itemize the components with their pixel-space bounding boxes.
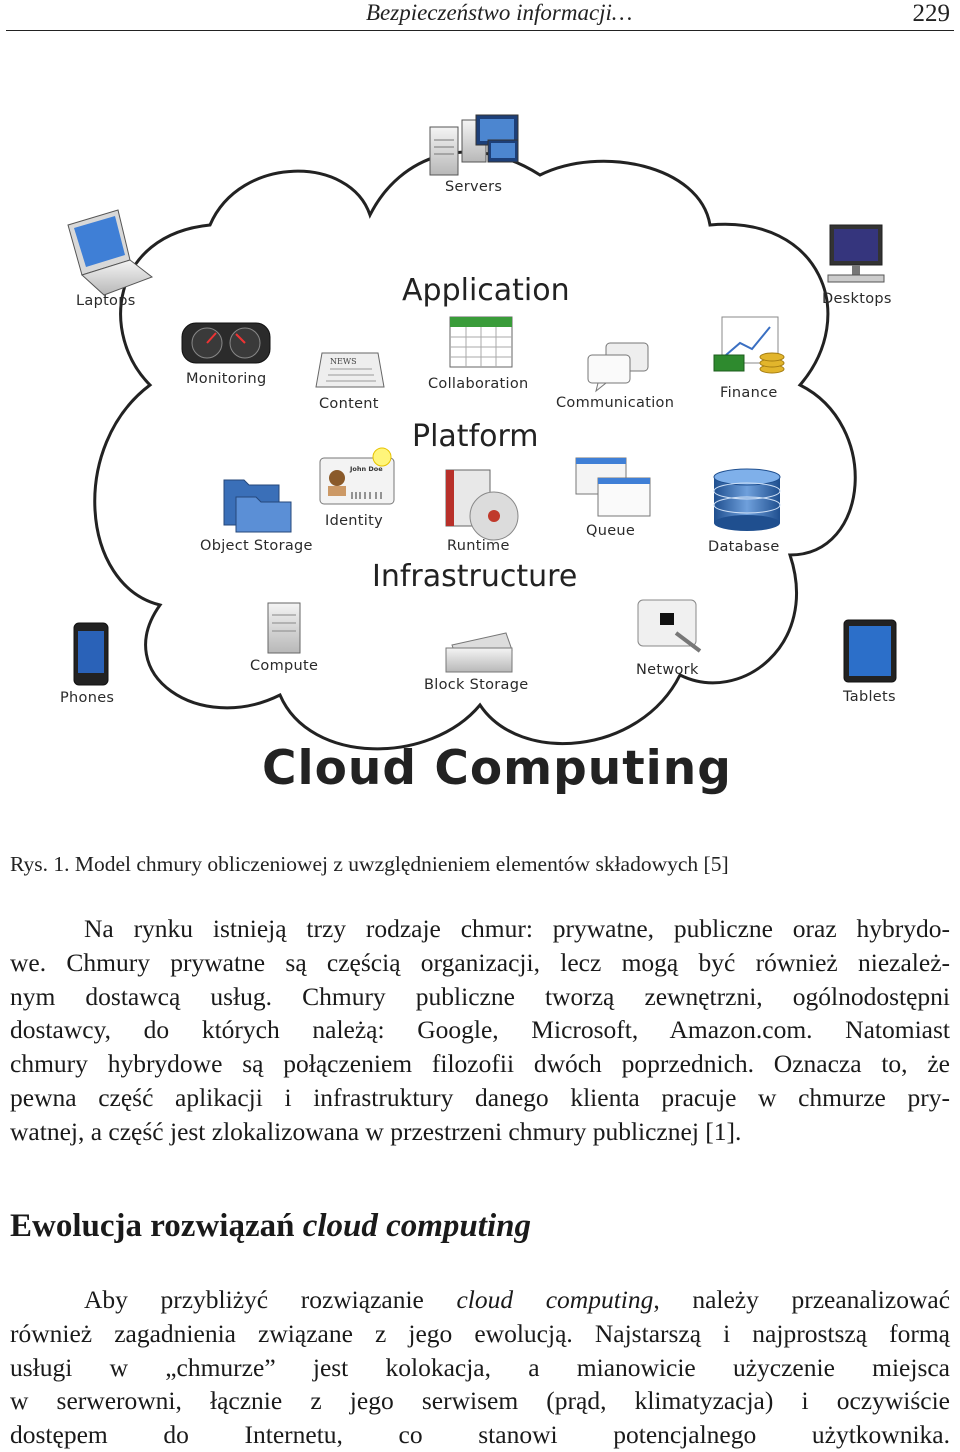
queue-icon <box>575 457 651 517</box>
paragraph-line: Aby przybliżyć rozwiązanie cloud computi… <box>10 1283 950 1317</box>
paragraph-evolution: Aby przybliżyć rozwiązanie cloud computi… <box>10 1283 950 1452</box>
desktops-icon <box>827 224 885 283</box>
communication-icon <box>587 342 649 393</box>
paragraph-line: usługi w „chmurze” jest kolokacja, a mia… <box>10 1352 950 1382</box>
paragraph-line: we. Chmury prywatne są częścią organizac… <box>10 947 950 977</box>
compute-label: Compute <box>250 658 319 674</box>
page-number: 229 <box>912 0 951 27</box>
runtime-icon <box>445 469 519 541</box>
cloud-computing-figure: NEWS <box>0 85 960 825</box>
block-storage-icon <box>445 632 513 673</box>
heading-plain: Ewolucja rozwiązań <box>10 1208 303 1244</box>
news-text: NEWS <box>330 357 357 366</box>
paragraph-line: watnej, a część jest zlokalizowana w prz… <box>10 1116 742 1146</box>
collaboration-icon <box>449 316 513 368</box>
servers-icon <box>429 114 519 176</box>
communication-label: Communication <box>556 395 675 411</box>
content-icon: NEWS <box>315 352 385 388</box>
paragraph-line: w serwerowni, łącznie z jego serwisem (p… <box>10 1386 950 1416</box>
paragraph-cloud-types: Na rynku istnieją trzy rodzaje chmur: pr… <box>10 912 950 1149</box>
identity-icon: John Doe <box>319 447 395 505</box>
running-title: Bezpieczeństwo informacji… <box>366 0 633 25</box>
monitoring-icon <box>181 322 271 364</box>
database-label: Database <box>708 539 780 555</box>
tablets-icon <box>843 619 897 683</box>
network-label: Network <box>636 662 699 678</box>
object-storage-icon <box>223 479 292 533</box>
line1-start: Aby przybliżyć rozwiązanie <box>84 1285 457 1314</box>
figure-caption: Rys. 1. Model chmury obliczeniowej z uwz… <box>10 852 729 876</box>
queue-label: Queue <box>586 523 636 539</box>
paragraph-line: nym dostawcą usług. Chmury publiczne two… <box>10 981 950 1011</box>
tablets-label: Tablets <box>843 689 896 705</box>
paragraph-line: chmury hybrydowe są połączeniem filozofi… <box>10 1049 950 1079</box>
finance-label: Finance <box>720 385 778 401</box>
paragraph-line: Na rynku istnieją trzy rodzaje chmur: pr… <box>84 914 950 943</box>
platform-heading: Platform <box>412 419 539 454</box>
heading-italic: cloud computing <box>302 1208 531 1244</box>
collaboration-label: Collaboration <box>428 376 529 392</box>
network-icon <box>637 599 702 653</box>
paragraph-line: dostępem do Internetu, co stanowi potenc… <box>10 1420 950 1450</box>
laptops-icon <box>67 209 154 296</box>
identity-label: Identity <box>325 513 383 529</box>
content-label: Content <box>319 396 379 412</box>
finance-icon <box>713 316 785 374</box>
servers-label: Servers <box>445 179 503 195</box>
line1-italic: cloud computing <box>456 1285 654 1314</box>
paragraph-line: również zagadnienia związane z jego ewol… <box>10 1318 950 1348</box>
database-icon <box>713 468 781 531</box>
compute-icon <box>267 602 301 654</box>
runtime-label: Runtime <box>447 538 510 554</box>
paragraph-line: dostawcy, do których należą: Google, Mic… <box>10 1015 950 1045</box>
phones-icon <box>73 622 109 686</box>
page-header: Bezpieczeństwo informacji… 229 <box>6 0 954 31</box>
monitoring-label: Monitoring <box>186 371 267 387</box>
application-heading: Application <box>402 273 570 308</box>
john-doe-text: John Doe <box>349 465 383 473</box>
section-heading: Ewolucja rozwiązań cloud computing <box>10 1208 531 1245</box>
block-storage-label: Block Storage <box>424 677 529 693</box>
laptops-label: Laptops <box>76 293 136 309</box>
object-storage-label: Object Storage <box>200 538 313 554</box>
infrastructure-heading: Infrastructure <box>372 559 578 594</box>
figure-graphics: NEWS <box>67 114 897 751</box>
line1-end: , należy przeanalizować <box>653 1285 951 1314</box>
figure-title: Cloud Computing <box>262 741 732 796</box>
phones-label: Phones <box>60 690 115 706</box>
desktops-label: Desktops <box>822 291 892 307</box>
paragraph-line: pewna część aplikacji i infrastruktury d… <box>10 1082 950 1112</box>
